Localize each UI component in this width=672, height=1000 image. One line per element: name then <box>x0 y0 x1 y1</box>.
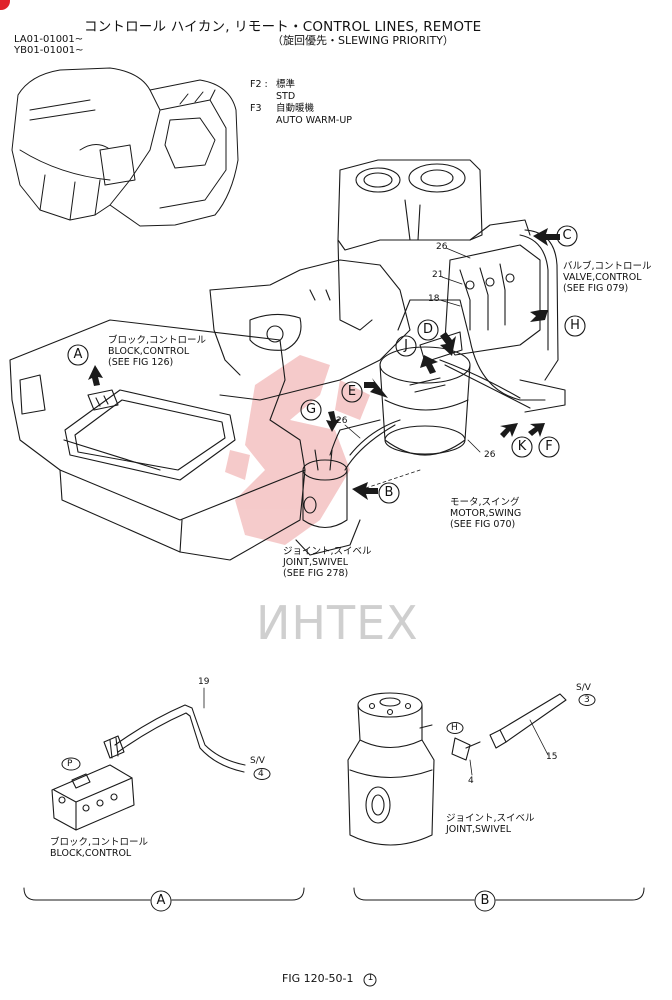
section-b-label: B <box>480 893 490 908</box>
detail-a-drawing <box>51 687 246 831</box>
figure-number: FIG 120-50-1 <box>282 972 354 985</box>
valve-control-ref: (SEE FIG 079) <box>563 283 629 294</box>
callout-b: B <box>384 485 394 500</box>
part-number-26-mid: 26 <box>336 416 348 426</box>
machine-overview <box>11 67 239 227</box>
callout-a: A <box>73 347 83 362</box>
note-f3-code: F3 <box>250 103 262 114</box>
callout-h: H <box>570 318 580 333</box>
joint-swivel-en: JOINT,SWIVEL <box>283 557 349 568</box>
detail-b-sv-number: 3 <box>584 695 590 705</box>
note-f2-en: STD <box>276 91 296 102</box>
block-control-jp: ブロック,コントロール <box>108 335 207 346</box>
note-f3-jp: 自動暖機 <box>276 103 315 114</box>
detail-a-sv-label: S/V <box>250 756 265 766</box>
detail-a-sv-number: 4 <box>258 769 264 779</box>
serial-range-2: YB01-01001~ <box>14 45 84 56</box>
part-number-15: 15 <box>546 752 558 762</box>
serial-range-1: LA01-01001~ <box>14 34 84 45</box>
callout-j: J <box>404 338 408 353</box>
figure-revision: 1 <box>367 973 374 983</box>
detail-tags <box>61 694 596 780</box>
part-number-26-top: 26 <box>436 242 448 252</box>
callout-e: E <box>347 384 357 399</box>
watermark-text: ИНТЕХ <box>256 596 419 650</box>
block-control-ref: (SEE FIG 126) <box>108 357 174 368</box>
part-number-18: 18 <box>428 294 440 304</box>
callout-d: D <box>423 322 434 337</box>
detail-a-block-en: BLOCK,CONTROL <box>50 848 132 859</box>
detail-b-drawing <box>347 692 567 846</box>
detail-a-block-jp: ブロック,コントロール <box>50 837 149 848</box>
part-number-4: 4 <box>468 776 474 786</box>
part-number-26-right: 26 <box>484 450 496 460</box>
joint-swivel-jp: ジョイント,スイベル <box>283 546 372 557</box>
callout-c: C <box>562 228 572 243</box>
callout-arrows <box>88 228 560 500</box>
block-control-en: BLOCK,CONTROL <box>108 346 190 357</box>
detail-a-p-tag: P <box>67 759 73 769</box>
detail-b-h-tag: H <box>451 723 458 733</box>
valve-control-en: VALVE,CONTROL <box>563 272 642 283</box>
part-number-21: 21 <box>432 270 444 280</box>
motor-swing-ref: (SEE FIG 070) <box>450 519 516 530</box>
page-title: コントロール ハイカン, リモート・CONTROL LINES, REMOTE <box>84 19 482 35</box>
callout-f: F <box>545 439 553 454</box>
corner-marker <box>0 0 10 10</box>
section-brackets <box>23 887 645 987</box>
main-frame <box>9 159 566 561</box>
joint-swivel-ref: (SEE FIG 278) <box>283 568 349 579</box>
watermark-logo <box>225 355 370 545</box>
part-number-19: 19 <box>198 677 210 687</box>
motor-swing-jp: モータ,スイング <box>450 497 520 508</box>
callout-k: K <box>517 439 527 454</box>
page-subtitle: （旋回優先・SLEWING PRIORITY） <box>272 34 454 47</box>
detail-b-joint-jp: ジョイント,スイベル <box>446 813 535 824</box>
detail-b-sv-label: S/V <box>576 683 591 693</box>
note-f3-en: AUTO WARM-UP <box>276 115 353 126</box>
callout-g: G <box>306 402 317 417</box>
detail-b-joint-en: JOINT,SWIVEL <box>446 824 512 835</box>
callout-circles <box>67 225 586 504</box>
motor-swing-en: MOTOR,SWING <box>450 508 522 519</box>
note-f2-code: F2 : <box>250 79 268 90</box>
section-a-label: A <box>156 893 166 908</box>
leader-lines <box>344 247 481 491</box>
note-f2-jp: 標準 <box>276 79 296 90</box>
valve-control-jp: バルブ,コントロール <box>563 261 652 272</box>
